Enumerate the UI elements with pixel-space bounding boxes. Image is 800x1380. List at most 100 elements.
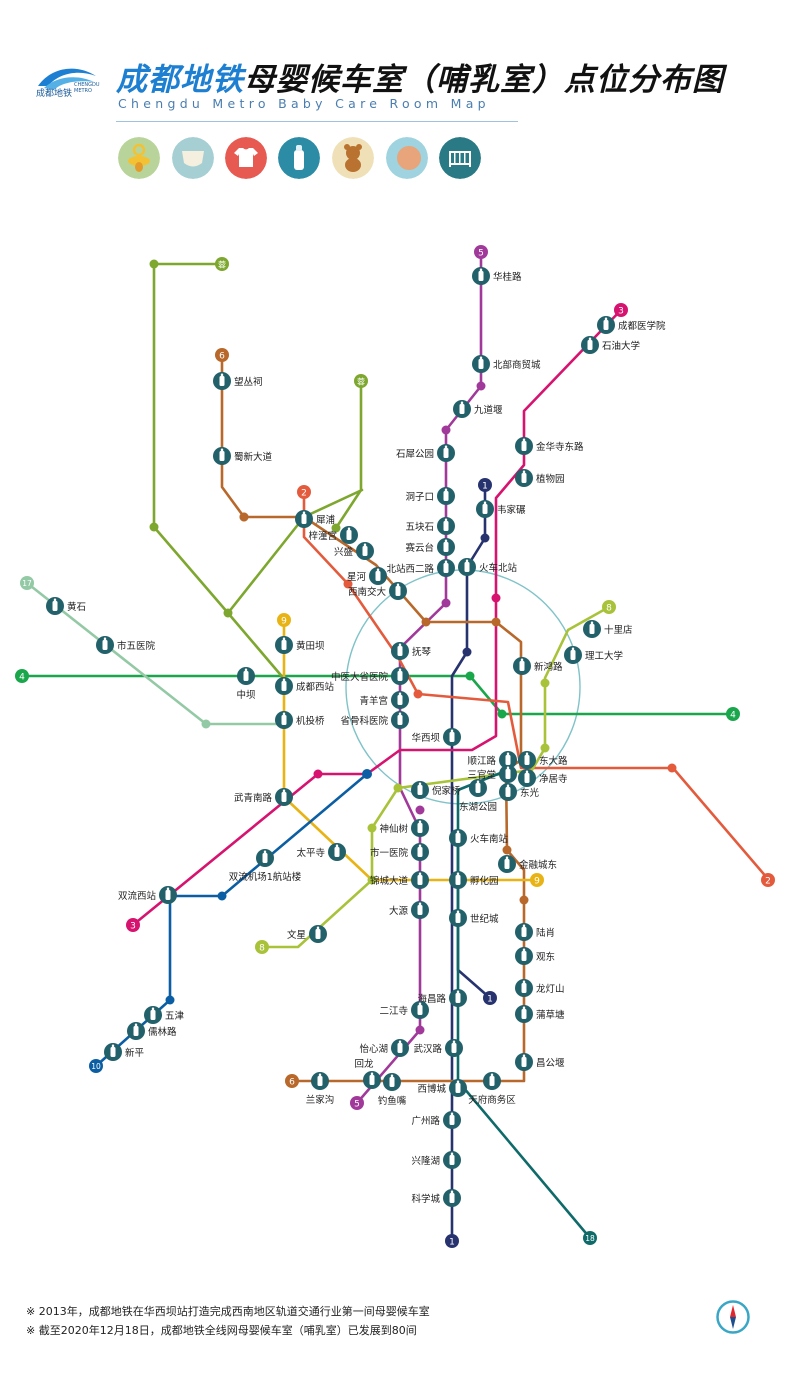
station-58[interactable]: 五津 xyxy=(144,1006,185,1024)
station-57[interactable]: 龙灯山 xyxy=(515,979,565,997)
station-51[interactable]: 孵化园 xyxy=(449,871,499,889)
station-62[interactable]: 蒲草塘 xyxy=(515,1005,565,1023)
station-0[interactable]: 华桂路 xyxy=(472,267,522,285)
station-34[interactable]: 华西坝 xyxy=(411,728,461,746)
station-18[interactable]: 火车北站 xyxy=(458,558,518,576)
station-44[interactable]: 火车南站 xyxy=(449,829,509,847)
station-49[interactable]: 双流机场1航站楼 xyxy=(229,849,302,883)
station-42[interactable]: 东光 xyxy=(499,783,540,801)
station-64[interactable]: 怡心湖 xyxy=(359,1039,409,1057)
station-5[interactable]: 九道堰 xyxy=(453,400,503,418)
station-65[interactable]: 武汉路 xyxy=(413,1039,463,1057)
station-label: 市一医院 xyxy=(370,847,409,859)
station-label: 成都西站 xyxy=(296,681,335,693)
station-35[interactable]: 顺江路 xyxy=(467,751,517,769)
chengdu-metro-logo xyxy=(38,68,96,90)
station-37[interactable]: 三官堂 xyxy=(467,765,517,783)
station-13[interactable]: 五块石 xyxy=(405,517,455,535)
station-23[interactable]: 黄田坝 xyxy=(275,636,325,654)
baby-bottle-icon xyxy=(256,849,274,867)
baby-bottle-icon xyxy=(391,711,409,729)
station-11[interactable]: 韦家碾 xyxy=(476,500,526,518)
station-47[interactable]: 金融城东 xyxy=(498,855,557,873)
station-41[interactable]: 东湖公园 xyxy=(459,779,497,813)
station-43[interactable]: 神仙树 xyxy=(379,819,429,837)
baby-bottle-icon xyxy=(411,871,429,889)
station-21[interactable]: 十里店 xyxy=(583,620,633,638)
station-12[interactable]: 犀浦 xyxy=(295,510,336,528)
baby-bottle-icon xyxy=(443,1189,461,1207)
badge-label: 18 xyxy=(585,1234,595,1243)
baby-bottle-icon xyxy=(391,642,409,660)
station-14[interactable]: 梓潼宫 xyxy=(308,526,358,544)
station-63[interactable]: 新平 xyxy=(104,1043,145,1061)
baby-bottle-icon xyxy=(391,667,409,685)
station-72[interactable]: 广州路 xyxy=(411,1111,461,1129)
station-9[interactable]: 蜀新大道 xyxy=(213,447,273,465)
station-53[interactable]: 世纪城 xyxy=(449,909,499,927)
badge-label: 蓉 xyxy=(357,377,365,387)
station-39[interactable]: 武青南路 xyxy=(234,788,293,806)
station-50[interactable]: 锦城大道 xyxy=(370,871,429,889)
station-46[interactable]: 市一医院 xyxy=(370,843,429,861)
station-15[interactable]: 兴盛 xyxy=(334,542,374,560)
station-69[interactable]: 钓鱼嘴 xyxy=(378,1073,407,1107)
station-33[interactable]: 省骨科医院 xyxy=(340,711,409,729)
station-55[interactable]: 陆肖 xyxy=(515,923,555,941)
station-7[interactable]: 石犀公园 xyxy=(396,444,455,462)
line-3-badge-south: 3 xyxy=(126,918,140,932)
station-56[interactable]: 观东 xyxy=(515,947,555,965)
compass-icon xyxy=(716,1300,750,1334)
station-40[interactable]: 倪家桥 xyxy=(411,781,461,799)
baby-bottle-icon xyxy=(449,989,467,1007)
station-32[interactable]: 机投桥 xyxy=(275,711,325,729)
station-30[interactable]: 成都西站 xyxy=(275,677,335,695)
station-28[interactable]: 中医大省医院 xyxy=(331,667,409,685)
station-10[interactable]: 洞子口 xyxy=(405,487,455,505)
station-label: 神仙树 xyxy=(379,823,408,835)
station-label: 龙灯山 xyxy=(536,983,565,995)
station-4[interactable]: 望丛祠 xyxy=(213,372,263,390)
station-26[interactable]: 抚琴 xyxy=(391,642,432,660)
station-54[interactable]: 文星 xyxy=(287,925,327,943)
station-48[interactable]: 双流西站 xyxy=(118,886,177,904)
baby-bottle-icon xyxy=(515,437,533,455)
station-1[interactable]: 成都医学院 xyxy=(597,316,666,334)
station-16[interactable]: 赛云台 xyxy=(405,538,455,556)
station-8[interactable]: 植物园 xyxy=(515,469,565,487)
station-label: 昌公堰 xyxy=(536,1058,565,1069)
line-5-badge-south: 5 xyxy=(350,1096,364,1110)
station-20[interactable]: 西南交大 xyxy=(348,582,407,600)
station-31[interactable]: 青羊宫 xyxy=(359,691,409,709)
station-59[interactable]: 海昌路 xyxy=(417,989,467,1007)
station-71[interactable]: 天府商务区 xyxy=(468,1072,516,1106)
station-68[interactable]: 兰家沟 xyxy=(306,1072,335,1106)
station-66[interactable]: 昌公堰 xyxy=(515,1053,565,1071)
station-70[interactable]: 西博城 xyxy=(417,1079,467,1097)
station-61[interactable]: 二江寺 xyxy=(379,1001,429,1019)
badge-label: 4 xyxy=(19,673,25,683)
station-17[interactable]: 北站西二路 xyxy=(386,559,455,577)
station-label: 东光 xyxy=(520,787,540,799)
station-52[interactable]: 大源 xyxy=(389,901,429,919)
station-29[interactable]: 中坝 xyxy=(236,667,256,701)
station-19[interactable]: 星河 xyxy=(347,567,387,585)
baby-bottle-icon xyxy=(437,559,455,577)
baby-bottle-icon xyxy=(437,444,455,462)
station-45[interactable]: 太平寺 xyxy=(296,843,346,861)
baby-bottle-icon xyxy=(437,517,455,535)
station-2[interactable]: 石油大学 xyxy=(581,336,640,354)
station-73[interactable]: 兴隆湖 xyxy=(411,1151,461,1169)
station-22[interactable]: 黄石 xyxy=(46,597,86,615)
station-67[interactable]: 回龙 xyxy=(354,1058,381,1089)
baby-bottle-icon xyxy=(275,711,293,729)
station-38[interactable]: 净居寺 xyxy=(518,769,568,787)
station-36[interactable]: 东大路 xyxy=(518,751,568,769)
station-24[interactable]: 理工大学 xyxy=(564,646,623,664)
station-25[interactable]: 市五医院 xyxy=(96,636,156,654)
station-3[interactable]: 北部商贸城 xyxy=(472,355,541,373)
station-60[interactable]: 儒林路 xyxy=(127,1022,177,1040)
station-74[interactable]: 科学城 xyxy=(411,1189,461,1207)
station-27[interactable]: 新鸿路 xyxy=(513,657,563,675)
station-6[interactable]: 金华寺东路 xyxy=(515,437,584,455)
